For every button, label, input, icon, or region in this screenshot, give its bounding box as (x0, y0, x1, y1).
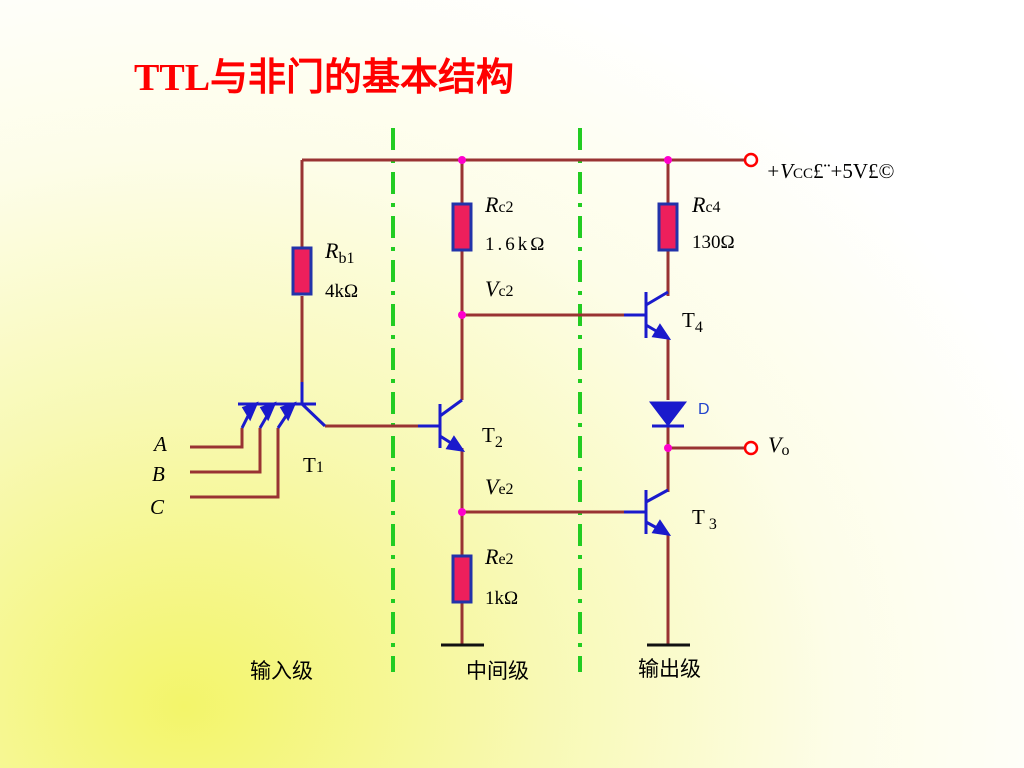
input-b-label: B (152, 462, 165, 486)
junction-nodes (458, 156, 672, 516)
input-c-label: C (150, 495, 165, 519)
rc2-name: R (484, 192, 499, 217)
slide-title: TTL与非门的基本结构 (134, 57, 515, 99)
value-re2: 1kΩ (485, 588, 518, 609)
terminals (743, 152, 759, 456)
label-re2: Re2 (484, 544, 514, 569)
terminal-vcc (743, 152, 759, 168)
t1-sub: 1 (316, 459, 324, 476)
label-vc2: Vc2 (485, 276, 514, 301)
label-rc2: Rc2 (484, 192, 514, 217)
transistor-t4 (624, 290, 672, 340)
transistor-t2 (418, 398, 466, 452)
resistor-rb1 (291, 246, 313, 296)
resistor-rc2 (451, 202, 473, 252)
t4-name: T (682, 308, 695, 332)
value-rc4: 130Ω (692, 232, 735, 253)
vc2-name: V (485, 276, 501, 301)
t2-sub: 2 (495, 434, 503, 451)
transistor-t1 (238, 382, 327, 429)
label-t1: T1 (303, 453, 324, 477)
t1-name: T (303, 453, 316, 477)
t4-sub: 4 (695, 319, 703, 336)
section-output-stage: 输出级 (638, 657, 701, 681)
vo-name: V (768, 432, 784, 457)
rb1-sub: b1 (338, 250, 354, 267)
label-rc4: Rc4 (691, 192, 721, 217)
rc2-sub: c2 (498, 199, 513, 216)
value-rb1: 4kΩ (325, 281, 358, 302)
terminal-vo (743, 440, 759, 456)
rc4-name: R (691, 192, 706, 217)
label-diode: D (698, 401, 710, 418)
vcc-rest: £¨+5V£© (813, 159, 895, 183)
section-middle-stage: 中间级 (466, 659, 529, 683)
label-t4: T4 (682, 308, 703, 336)
transistor-t3 (624, 488, 672, 536)
t2-name: T (482, 423, 495, 447)
label-vo: Vo (768, 432, 789, 459)
t3-name: T (692, 505, 705, 529)
section-input-stage: 输入级 (250, 659, 313, 683)
ve2-name: V (485, 474, 501, 499)
label-t2: T2 (482, 423, 503, 451)
label-vcc: +VCC£¨+5V£© (766, 159, 895, 183)
ve2-sub: e2 (498, 481, 513, 498)
rb1-name: R (324, 238, 339, 263)
label-ve2: Ve2 (485, 474, 514, 499)
resistor-re2 (451, 554, 473, 604)
resistor-rc4 (657, 202, 679, 252)
input-a-label: A (152, 432, 167, 456)
label-rb1: Rb1 (324, 238, 354, 267)
vc2-sub: c2 (498, 283, 513, 300)
wires (190, 158, 744, 644)
resistors (291, 202, 679, 604)
diode-d (648, 401, 688, 428)
stage-dividers (391, 128, 582, 672)
re2-name: R (484, 544, 499, 569)
rc4-sub: c4 (705, 199, 720, 216)
re2-sub: e2 (498, 551, 513, 568)
vcc-prefix: +V (766, 159, 795, 183)
t3-sub: 3 (709, 516, 717, 533)
value-rc2: 1.6kΩ (485, 234, 547, 255)
vcc-sub: CC (793, 166, 813, 182)
vo-sub: o (781, 442, 789, 459)
